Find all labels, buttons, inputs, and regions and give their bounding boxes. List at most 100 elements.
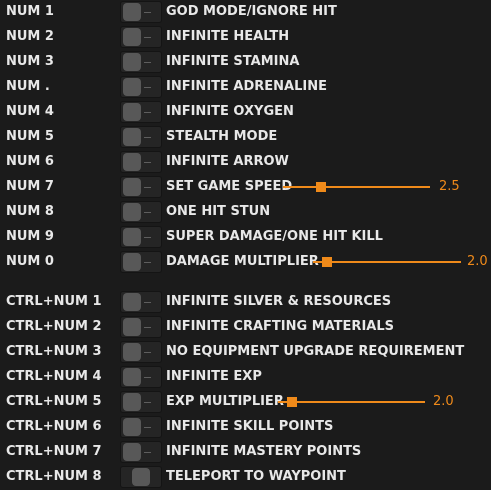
hotkey-label: NUM 8 <box>6 204 54 219</box>
hotkey-label: NUM 9 <box>6 229 54 244</box>
cheat-row-infinite-crafting: CTRL+NUM 2 INFINITE CRAFTING MATERIALS <box>0 315 491 340</box>
cheat-row-infinite-silver: CTRL+NUM 1 INFINITE SILVER & RESOURCES <box>0 290 491 315</box>
hotkey-label: NUM 7 <box>6 179 54 194</box>
infinite-oxygen-toggle[interactable] <box>120 101 162 123</box>
infinite-silver-toggle[interactable] <box>120 291 162 313</box>
cheat-row-teleport-to-waypoint: CTRL+NUM 8 TELEPORT TO WAYPOINT <box>0 465 491 490</box>
hotkey-label: NUM 6 <box>6 154 54 169</box>
toggle-dash <box>144 402 151 403</box>
game-speed-value: 2.5 <box>439 179 460 194</box>
toggle-dash <box>144 262 151 263</box>
cheat-label: INFINITE ARROW <box>166 154 289 169</box>
cheat-label: INFINITE CRAFTING MATERIALS <box>166 319 394 334</box>
cheat-row-set-game-speed: NUM 7 SET GAME SPEED 2.5 <box>0 175 491 200</box>
toggle-dash <box>144 62 151 63</box>
infinite-adrenaline-toggle[interactable] <box>120 76 162 98</box>
hotkey-label: CTRL+NUM 8 <box>6 469 102 484</box>
cheat-row-no-equipment-upgrade: CTRL+NUM 3 NO EQUIPMENT UPGRADE REQUIREM… <box>0 340 491 365</box>
toggle-knob <box>123 368 141 386</box>
hotkey-label: CTRL+NUM 2 <box>6 319 102 334</box>
stealth-mode-toggle[interactable] <box>120 126 162 148</box>
toggle-knob <box>123 418 141 436</box>
cheat-label: GOD MODE/IGNORE HIT <box>166 4 337 19</box>
toggle-knob <box>123 203 141 221</box>
infinite-health-toggle[interactable] <box>120 26 162 48</box>
hotkey-label: NUM 3 <box>6 54 54 69</box>
game-speed-slider-thumb[interactable] <box>316 182 326 192</box>
set-game-speed-toggle[interactable] <box>120 176 162 198</box>
cheat-label: INFINITE SILVER & RESOURCES <box>166 294 392 309</box>
toggle-knob <box>123 103 141 121</box>
toggle-knob <box>123 228 141 246</box>
super-damage-toggle[interactable] <box>120 226 162 248</box>
hotkey-label: NUM 0 <box>6 254 54 269</box>
exp-multiplier-slider-track[interactable] <box>278 401 425 403</box>
teleport-to-waypoint-button[interactable] <box>120 466 162 488</box>
cheat-row-infinite-mastery-points: CTRL+NUM 7 INFINITE MASTERY POINTS <box>0 440 491 465</box>
toggle-knob <box>123 443 141 461</box>
toggle-dash <box>144 237 151 238</box>
cheat-row-infinite-stamina: NUM 3 INFINITE STAMINA <box>0 50 491 75</box>
toggle-dash <box>144 112 151 113</box>
hotkey-label: NUM 4 <box>6 104 54 119</box>
toggle-dash <box>144 187 151 188</box>
hotkey-label: NUM 1 <box>6 4 54 19</box>
infinite-mastery-points-toggle[interactable] <box>120 441 162 463</box>
hotkey-label: CTRL+NUM 7 <box>6 444 102 459</box>
hotkey-label: NUM . <box>6 79 50 94</box>
infinite-stamina-toggle[interactable] <box>120 51 162 73</box>
exp-multiplier-slider-thumb[interactable] <box>287 397 297 407</box>
cheat-label: EXP MULTIPLIER <box>166 394 284 409</box>
infinite-exp-toggle[interactable] <box>120 366 162 388</box>
toggle-dash <box>144 327 151 328</box>
toggle-dash <box>144 37 151 38</box>
cheat-label: INFINITE EXP <box>166 369 262 384</box>
cheat-row-stealth-mode: NUM 5 STEALTH MODE <box>0 125 491 150</box>
one-hit-stun-toggle[interactable] <box>120 201 162 223</box>
damage-multiplier-slider-track[interactable] <box>313 261 461 263</box>
cheat-row-god-mode: NUM 1 GOD MODE/IGNORE HIT <box>0 0 491 25</box>
toggle-dash <box>144 377 151 378</box>
hotkey-label: NUM 5 <box>6 129 54 144</box>
cheat-label: INFINITE HEALTH <box>166 29 290 44</box>
cheat-row-infinite-adrenaline: NUM . INFINITE ADRENALINE <box>0 75 491 100</box>
toggle-dash <box>144 212 151 213</box>
game-speed-slider-track[interactable] <box>283 186 430 188</box>
toggle-dash <box>144 12 151 13</box>
cheat-row-infinite-health: NUM 2 INFINITE HEALTH <box>0 25 491 50</box>
toggle-knob <box>123 53 141 71</box>
infinite-crafting-toggle[interactable] <box>120 316 162 338</box>
exp-multiplier-value: 2.0 <box>433 394 454 409</box>
damage-multiplier-slider-thumb[interactable] <box>322 257 332 267</box>
infinite-skill-points-toggle[interactable] <box>120 416 162 438</box>
hotkey-label: CTRL+NUM 4 <box>6 369 102 384</box>
cheat-row-damage-multiplier: NUM 0 DAMAGE MULTIPLIER 2.0 <box>0 250 491 275</box>
damage-multiplier-value: 2.0 <box>467 254 488 269</box>
god-mode-toggle[interactable] <box>120 1 162 23</box>
cheat-label: SET GAME SPEED <box>166 179 293 194</box>
cheat-label: INFINITE ADRENALINE <box>166 79 327 94</box>
button-knob <box>132 468 150 486</box>
cheat-row-one-hit-stun: NUM 8 ONE HIT STUN <box>0 200 491 225</box>
exp-multiplier-toggle[interactable] <box>120 391 162 413</box>
hotkey-label: NUM 2 <box>6 29 54 44</box>
cheat-row-infinite-arrow: NUM 6 INFINITE ARROW <box>0 150 491 175</box>
toggle-knob <box>123 293 141 311</box>
toggle-dash <box>144 427 151 428</box>
toggle-knob <box>123 343 141 361</box>
toggle-knob <box>123 393 141 411</box>
cheat-row-exp-multiplier: CTRL+NUM 5 EXP MULTIPLIER 2.0 <box>0 390 491 415</box>
toggle-knob <box>123 128 141 146</box>
cheat-label: TELEPORT TO WAYPOINT <box>166 469 346 484</box>
damage-multiplier-toggle[interactable] <box>120 251 162 273</box>
cheat-label: ONE HIT STUN <box>166 204 271 219</box>
toggle-dash <box>144 352 151 353</box>
no-equipment-upgrade-toggle[interactable] <box>120 341 162 363</box>
cheat-label: NO EQUIPMENT UPGRADE REQUIREMENT <box>166 344 465 359</box>
infinite-arrow-toggle[interactable] <box>120 151 162 173</box>
toggle-dash <box>144 137 151 138</box>
toggle-dash <box>144 302 151 303</box>
hotkey-label: CTRL+NUM 3 <box>6 344 102 359</box>
toggle-dash <box>144 87 151 88</box>
